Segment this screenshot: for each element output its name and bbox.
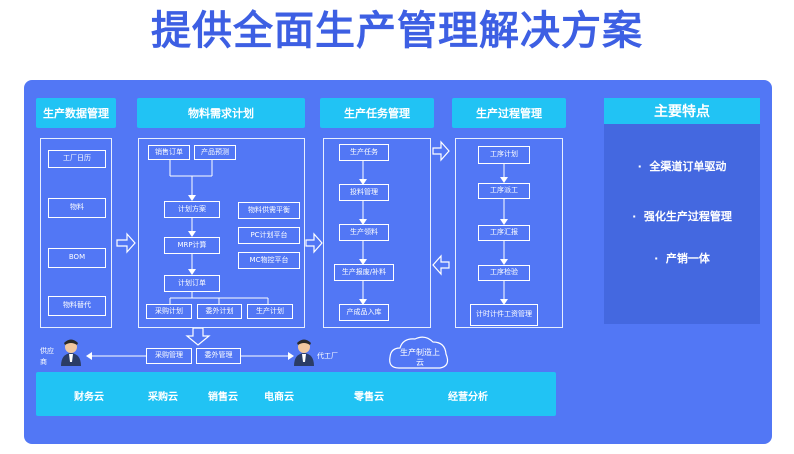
cloud-label: 生产制造上云 (400, 348, 440, 368)
cloud-retail[interactable]: 零售云 (354, 392, 384, 403)
item-purchase-plan[interactable]: 采购计划 (146, 304, 192, 319)
flow-arrow-4 (432, 254, 450, 276)
item-factory-calendar[interactable]: 工厂日历 (48, 150, 106, 168)
item-production-task[interactable]: 生产任务 (339, 144, 389, 161)
header-production-task: 生产任务管理 (320, 98, 434, 128)
frame-material-planning (138, 138, 305, 328)
cloud-sales[interactable]: 销售云 (208, 392, 238, 403)
cloud-ecommerce[interactable]: 电商云 (264, 392, 294, 403)
cloud-purchase[interactable]: 采购云 (148, 392, 178, 403)
item-purchase-mgmt[interactable]: 采购管理 (146, 348, 192, 364)
cloud-business-analysis[interactable]: 经营分析 (448, 392, 488, 403)
flow-arrow-3 (432, 140, 450, 162)
features-header: 主要特点 (604, 98, 760, 124)
contractor-label: 代工厂 (317, 352, 338, 360)
item-pc-platform[interactable]: PC计划平台 (238, 227, 300, 244)
cloud-services-bar: 财务云 采购云 销售云 电商云 零售云 经营分析 (36, 372, 556, 416)
item-scrap-replenish[interactable]: 生产报废/补料 (334, 264, 394, 281)
item-material-issue[interactable]: 生产领料 (339, 224, 389, 241)
header-production-data: 生产数据管理 (36, 98, 116, 128)
supplier-person-icon (61, 339, 81, 366)
item-mrp-calc[interactable]: MRP计算 (164, 237, 220, 254)
item-piece-time-wage[interactable]: 计时计件工资管理 (470, 304, 538, 326)
item-plan-order[interactable]: 计划订单 (164, 275, 220, 292)
supplier-label: 供应商 (40, 347, 54, 366)
item-sales-order[interactable]: 销售订单 (148, 145, 190, 160)
item-bom[interactable]: BOM (48, 248, 106, 268)
item-feeding-mgmt[interactable]: 投料管理 (339, 184, 389, 201)
frame-production-data (40, 138, 112, 328)
item-material[interactable]: 物料 (48, 198, 106, 218)
item-process-dispatch[interactable]: 工序派工 (478, 183, 530, 199)
page-title: 提供全面生产管理解决方案 (151, 8, 643, 54)
feature-item: · 全渠道订单驱动 (637, 160, 727, 173)
item-production-plan[interactable]: 生产计划 (247, 304, 293, 319)
contractor-person-icon (294, 339, 314, 366)
item-mc-platform[interactable]: MC物控平台 (238, 252, 300, 269)
header-material-planning: 物料需求计划 (137, 98, 305, 128)
frame-production-process (455, 138, 563, 328)
item-outsource-plan[interactable]: 委外计划 (197, 304, 242, 319)
flow-arrow-2 (305, 232, 323, 254)
item-outsource-mgmt[interactable]: 委外管理 (196, 348, 241, 364)
feature-item: · 产销一体 (654, 252, 710, 265)
frame-production-task (323, 138, 431, 328)
flow-arrow-down (185, 327, 211, 346)
item-process-plan[interactable]: 工序计划 (478, 146, 530, 164)
flow-arrow-1 (116, 232, 136, 254)
item-finished-goods-inbound[interactable]: 产成品入库 (339, 304, 389, 321)
cloud-icon (389, 336, 449, 369)
header-production-process: 生产过程管理 (452, 98, 566, 128)
item-process-report[interactable]: 工序汇报 (478, 225, 530, 241)
item-product-forecast[interactable]: 产品预测 (194, 145, 236, 160)
item-process-inspection[interactable]: 工序检验 (478, 265, 530, 281)
feature-item: · 强化生产过程管理 (632, 210, 732, 223)
item-plan-scheme[interactable]: 计划方案 (164, 201, 220, 218)
item-material-substitute[interactable]: 物料替代 (48, 296, 106, 316)
features-panel: 主要特点 · 全渠道订单驱动 · 强化生产过程管理 · 产销一体 (604, 98, 760, 324)
cloud-finance[interactable]: 财务云 (74, 392, 104, 403)
item-supply-balance[interactable]: 物料供需平衡 (238, 202, 300, 219)
